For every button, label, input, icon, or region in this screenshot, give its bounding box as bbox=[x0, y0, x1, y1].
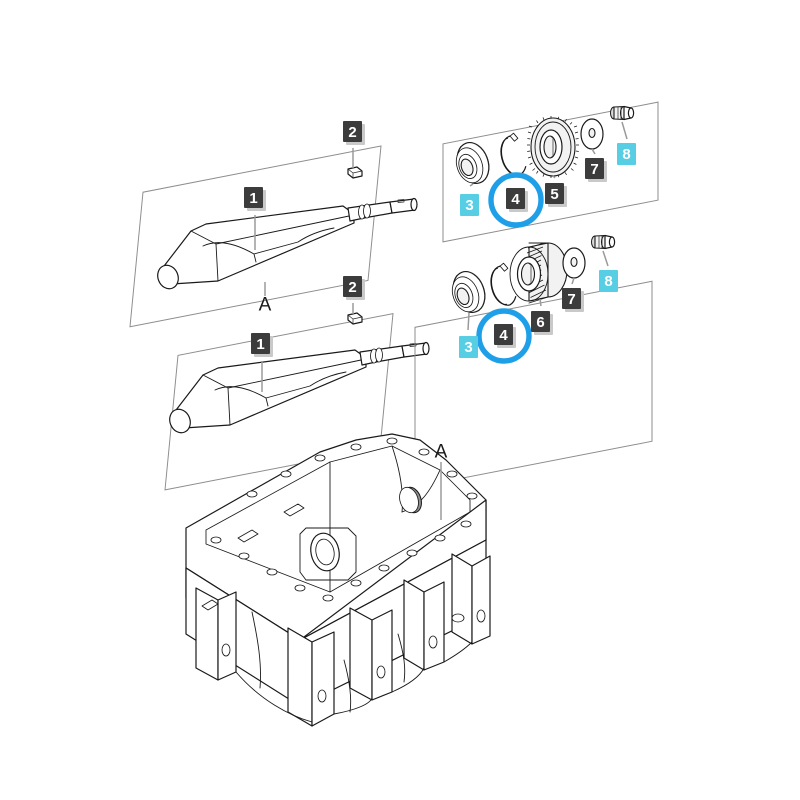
snap-ring-upper bbox=[496, 131, 529, 179]
callout-label: 3 bbox=[465, 197, 473, 214]
highlight-ring-upper-part-4 bbox=[488, 172, 544, 228]
callout-lower-gear[interactable]: 6 bbox=[531, 311, 553, 335]
leader-lines bbox=[254, 121, 628, 520]
callout-label: 6 bbox=[536, 314, 544, 331]
snap-ring-lower bbox=[486, 261, 519, 309]
spur-gear-upper bbox=[527, 116, 579, 178]
upper-shaft-frame bbox=[129, 145, 382, 328]
callout-label: 2 bbox=[348, 124, 356, 141]
callout-lower-bearing[interactable]: 3 bbox=[459, 336, 478, 358]
callout-lower-shaft[interactable]: 1 bbox=[251, 333, 273, 357]
helical-gear-lower bbox=[509, 242, 568, 304]
upper-shaft-assembly-group bbox=[129, 145, 418, 328]
highlight-rings bbox=[476, 172, 544, 364]
section-marker-a-lower: A bbox=[435, 442, 448, 463]
callout-upper-bearing[interactable]: 3 bbox=[460, 194, 479, 216]
lower-gearset-group bbox=[414, 234, 653, 488]
washer-upper bbox=[580, 118, 604, 150]
callout-label: 1 bbox=[249, 190, 257, 207]
callout-upper-washer[interactable]: 7 bbox=[585, 158, 607, 182]
callout-lower-bolt[interactable]: 8 bbox=[599, 270, 618, 292]
callout-label: 3 bbox=[464, 339, 472, 356]
crankcase-block bbox=[185, 433, 491, 727]
upper-gearset-frame bbox=[442, 101, 659, 243]
crankcase-bearing-webs bbox=[195, 553, 491, 727]
callout-upper-shaft[interactable]: 1 bbox=[244, 187, 266, 211]
section-marker-a-upper: A bbox=[259, 295, 272, 316]
callout-upper-key[interactable]: 2 bbox=[343, 121, 365, 145]
callout-lower-key[interactable]: 2 bbox=[343, 276, 365, 300]
balancer-shaft-upper bbox=[157, 197, 418, 290]
callout-label: 1 bbox=[256, 336, 264, 353]
hex-bolt-lower bbox=[590, 234, 616, 250]
lower-shaft-assembly-group bbox=[164, 312, 430, 491]
side-bore bbox=[299, 527, 357, 581]
callout-label: 2 bbox=[348, 279, 356, 296]
callout-label: 4 bbox=[511, 191, 520, 208]
callout-upper-snapring[interactable]: 4 bbox=[506, 188, 528, 212]
washer-lower bbox=[562, 247, 586, 279]
callout-upper-bolt[interactable]: 8 bbox=[617, 143, 636, 165]
callout-label: 8 bbox=[604, 273, 612, 290]
woodruff-key-upper bbox=[347, 166, 363, 179]
hex-bolt-upper bbox=[609, 105, 635, 121]
balancer-shaft-bore bbox=[399, 486, 422, 514]
callout-label: 8 bbox=[622, 146, 630, 163]
woodruff-key-lower bbox=[347, 312, 363, 325]
callout-label: 7 bbox=[567, 291, 575, 308]
crankcase-bolt-holes bbox=[210, 437, 478, 602]
callout-lower-snapring[interactable]: 4 bbox=[494, 324, 516, 348]
ball-bearing-upper bbox=[451, 137, 495, 189]
balancer-shaft-lower bbox=[169, 341, 430, 434]
upper-gearset-group bbox=[442, 101, 659, 243]
callout-lower-washer[interactable]: 7 bbox=[562, 288, 584, 312]
callout-label: 7 bbox=[590, 161, 598, 178]
ball-bearing-lower bbox=[447, 266, 491, 318]
lower-gearset-frame bbox=[414, 280, 653, 488]
callout-label: 4 bbox=[499, 327, 508, 344]
callout-label: 5 bbox=[550, 186, 558, 203]
callout-upper-gear[interactable]: 5 bbox=[545, 183, 567, 207]
highlight-ring-lower-part-4 bbox=[476, 308, 532, 364]
